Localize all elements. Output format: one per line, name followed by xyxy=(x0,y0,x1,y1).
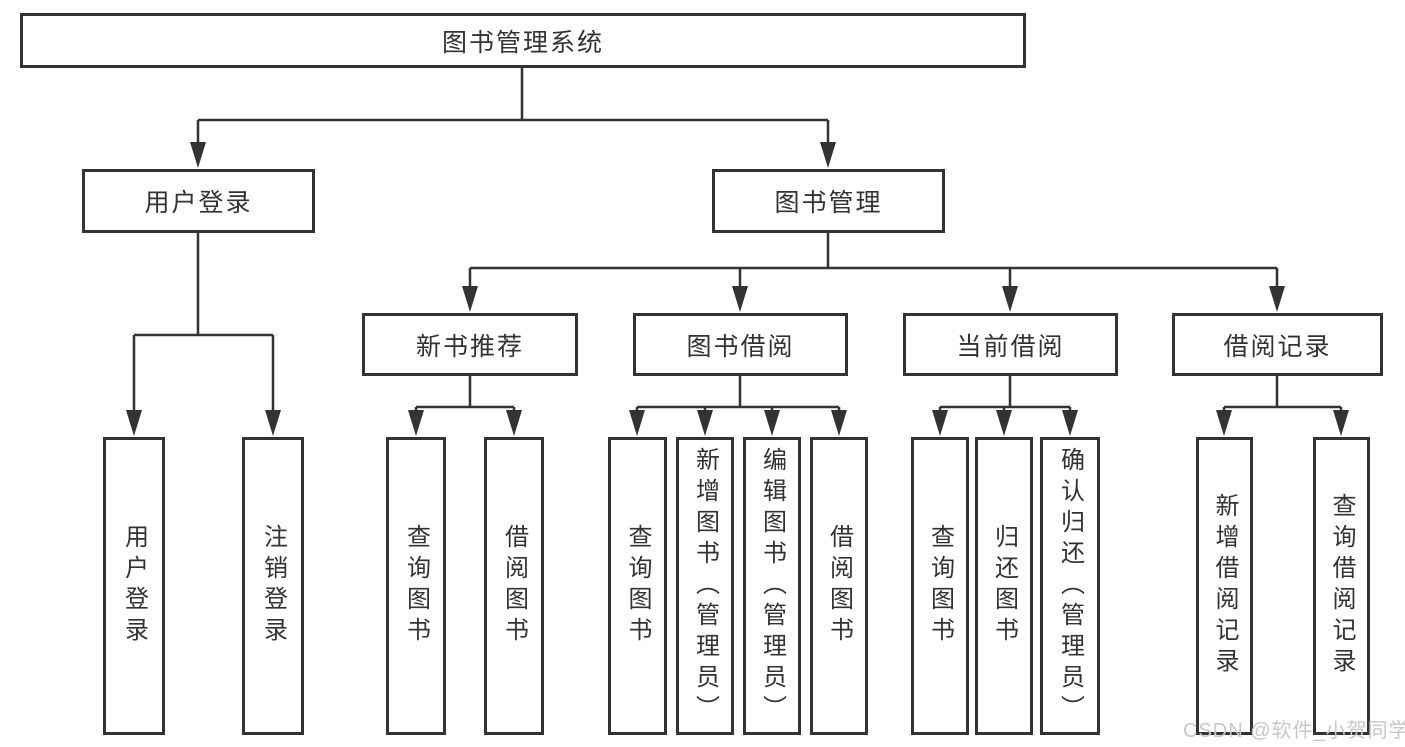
node-label: 借阅图书 xyxy=(825,524,853,648)
node-leaf-query-book-borrow: 查询图书 xyxy=(608,437,667,735)
arrowhead-icon xyxy=(697,410,713,436)
node-label: 新书推荐 xyxy=(415,332,524,361)
node-leaf-query-borrow-record: 查询借阅记录 xyxy=(1313,437,1370,735)
arrowhead-icon xyxy=(820,142,836,168)
node-user-login: 用户登录 xyxy=(82,169,315,233)
node-label: 用户登录 xyxy=(144,189,253,217)
node-root-library-system: 图书管理系统 xyxy=(20,13,1026,68)
arrowhead-icon xyxy=(462,286,478,312)
node-book-management: 图书管理 xyxy=(712,169,945,233)
node-current-borrow: 当前借阅 xyxy=(903,313,1118,376)
node-label: 注销登录 xyxy=(259,524,287,648)
node-leaf-logout: 注销登录 xyxy=(242,437,304,735)
node-label: 查询图书 xyxy=(402,524,430,648)
tree-edges xyxy=(132,68,1343,431)
node-leaf-query-book-current: 查询图书 xyxy=(911,437,969,735)
arrowhead-icon xyxy=(932,410,948,436)
arrowhead-icon xyxy=(506,410,522,436)
edge-current-to-leaves xyxy=(938,376,1072,431)
node-label: 图书管理系统 xyxy=(441,28,604,57)
node-label: 新增图书（管理员） xyxy=(691,446,719,726)
node-label: 查询图书 xyxy=(926,524,954,648)
edge-record-to-leaves xyxy=(1222,376,1343,431)
edge-root-to-level2 xyxy=(196,68,830,163)
arrowhead-icon xyxy=(190,142,206,168)
arrowhead-icon xyxy=(1002,286,1018,312)
edge-newbook-to-leaves xyxy=(414,376,516,431)
arrowhead-icon xyxy=(1216,410,1232,436)
arrowhead-icon xyxy=(265,410,281,436)
node-leaf-borrow-book: 借阅图书 xyxy=(810,437,868,735)
node-label: 当前借阅 xyxy=(956,332,1065,361)
node-new-book-recommend: 新书推荐 xyxy=(362,313,578,376)
arrowhead-icon xyxy=(1269,286,1285,312)
edge-userlogin-to-leaves xyxy=(132,233,275,431)
node-leaf-add-borrow-record: 新增借阅记录 xyxy=(1196,437,1253,735)
node-label: 图书管理 xyxy=(774,189,883,217)
node-label: 图书借阅 xyxy=(686,332,795,361)
node-label: 新增借阅记录 xyxy=(1211,493,1238,679)
node-leaf-confirm-return-admin: 确认归还（管理员） xyxy=(1040,437,1100,735)
node-label: 确认归还（管理员） xyxy=(1056,446,1084,726)
node-leaf-add-book-admin: 新增图书（管理员） xyxy=(676,437,734,735)
arrowhead-icon xyxy=(1333,410,1349,436)
csdn-watermark: CSDN @软件_小贺同学 xyxy=(1183,720,1405,742)
arrowhead-icon xyxy=(629,410,645,436)
node-label: 用户登录 xyxy=(120,524,148,648)
node-label: 归还图书 xyxy=(990,524,1018,648)
arrowhead-icon xyxy=(831,410,847,436)
node-leaf-user-login: 用户登录 xyxy=(103,437,165,735)
node-leaf-edit-book-admin: 编辑图书（管理员） xyxy=(743,437,801,735)
arrowhead-icon xyxy=(408,410,424,436)
node-leaf-return-book: 归还图书 xyxy=(975,437,1033,735)
arrowhead-icon xyxy=(764,410,780,436)
arrowhead-icon xyxy=(732,286,748,312)
arrowhead-icon xyxy=(126,410,142,436)
edge-borrow-to-leaves xyxy=(635,376,841,431)
node-label: 查询借阅记录 xyxy=(1328,493,1355,679)
arrowhead-icon xyxy=(1062,410,1078,436)
node-leaf-borrow-book-recommend: 借阅图书 xyxy=(484,437,544,735)
node-borrow-record: 借阅记录 xyxy=(1172,313,1383,376)
node-label: 查询图书 xyxy=(624,524,651,648)
node-leaf-query-book-recommend: 查询图书 xyxy=(386,437,446,735)
node-label: 编辑图书（管理员） xyxy=(758,446,786,726)
node-label: 借阅图书 xyxy=(500,524,528,648)
node-book-borrow: 图书借阅 xyxy=(633,313,848,376)
edge-bookmgmt-to-level3 xyxy=(468,233,1279,307)
node-label: 借阅记录 xyxy=(1223,332,1332,361)
arrowhead-icon xyxy=(996,410,1012,436)
